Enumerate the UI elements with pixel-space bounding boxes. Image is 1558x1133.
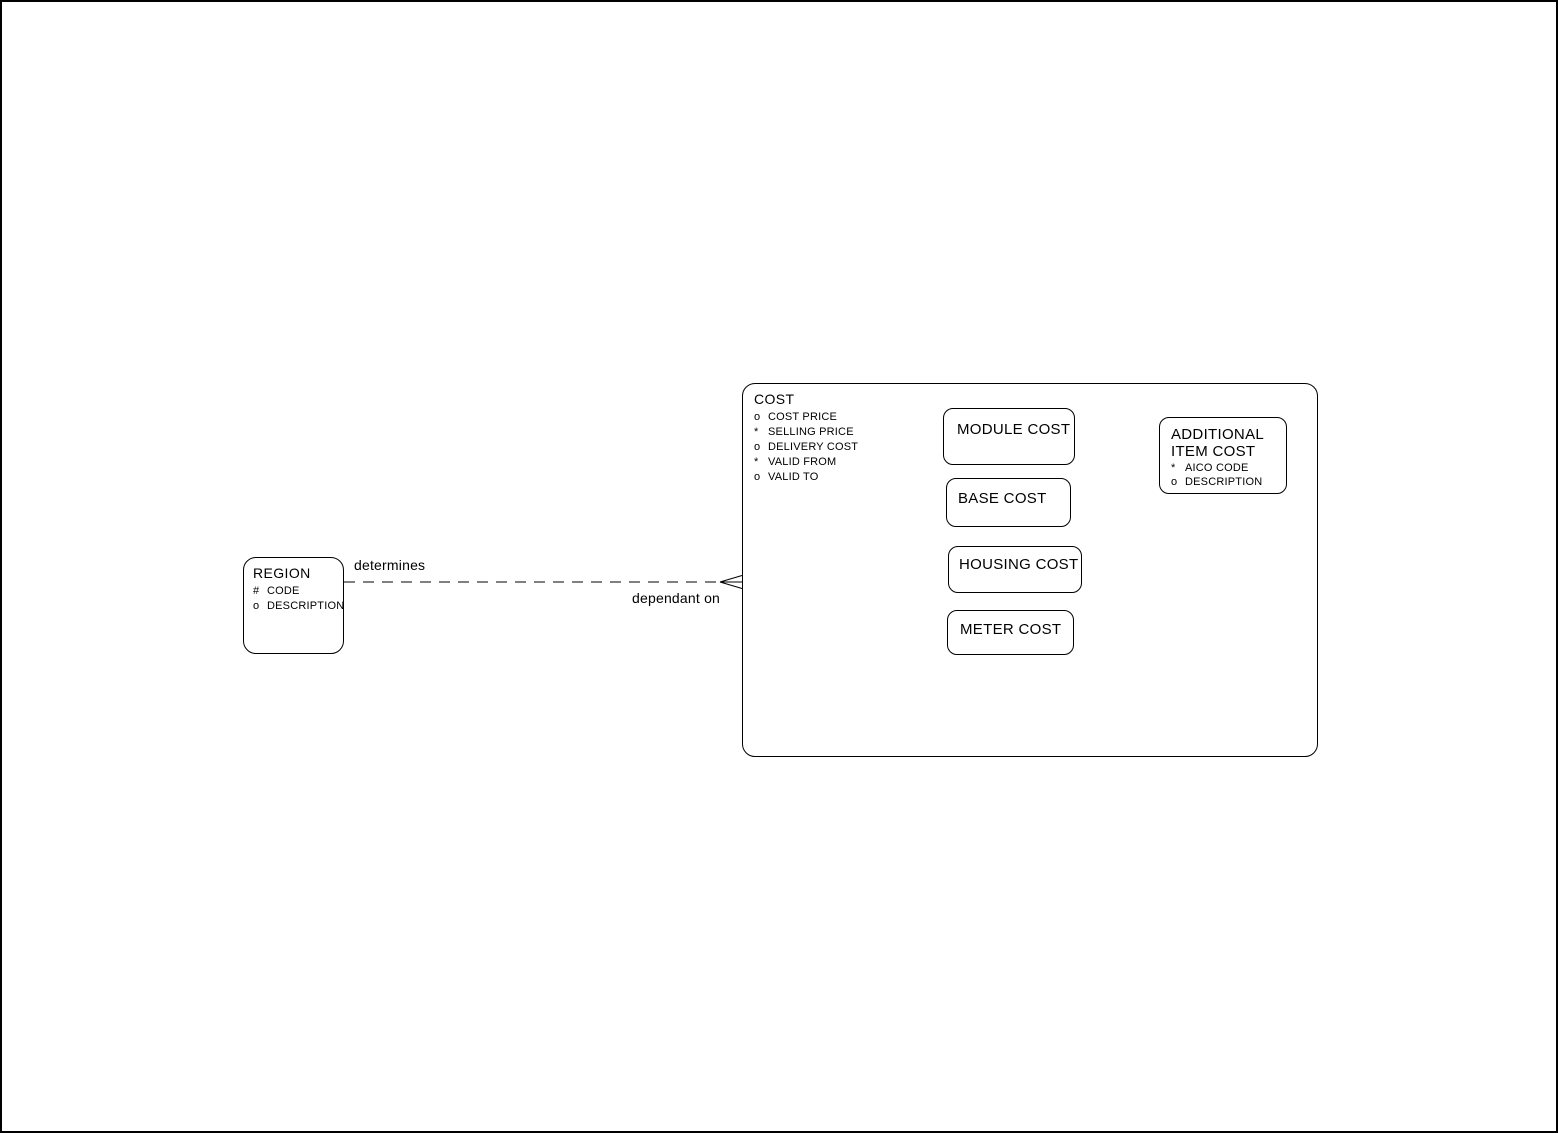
entity-region[interactable]: REGION # CODE o DESCRIPTION <box>243 557 344 654</box>
subtype-module-cost[interactable]: MODULE COST <box>943 408 1075 465</box>
subtype-additional-item-cost[interactable]: ADDITIONAL ITEM COST * AICO CODE o DESCRIP… <box>1159 417 1287 494</box>
relationship-label-determines: determines <box>354 557 426 573</box>
attribute-name: DELIVERY COST <box>768 441 859 453</box>
entity-cost-title: COST <box>754 391 795 407</box>
crow-foot-prong-bottom <box>719 581 743 589</box>
attribute-code: # CODE <box>253 584 343 599</box>
entity-region-attributes: # CODE o DESCRIPTION <box>253 584 343 614</box>
attribute-cost-price: o COST PRICE <box>754 410 1317 425</box>
attribute-name: AICO CODE <box>1185 462 1249 474</box>
attribute-valid-to: o VALID TO <box>754 470 1317 485</box>
attribute-prefix: o <box>754 471 761 483</box>
attribute-name: DESCRIPTION <box>267 600 344 612</box>
attribute-name: DESCRIPTION <box>1185 476 1263 488</box>
attribute-name: SELLING PRICE <box>768 426 854 438</box>
attribute-selling-price: * SELLING PRICE <box>754 425 1317 440</box>
subtype-housing-cost-title: HOUSING COST <box>959 556 1079 573</box>
attribute-aico-description: o DESCRIPTION <box>1171 475 1286 489</box>
attribute-valid-from: * VALID FROM <box>754 455 1317 470</box>
subtype-housing-cost[interactable]: HOUSING COST <box>948 546 1082 593</box>
attribute-prefix: # <box>253 585 260 597</box>
attribute-aico-code: * AICO CODE <box>1171 461 1286 475</box>
subtype-additional-item-cost-attributes: * AICO CODE o DESCRIPTION <box>1171 461 1286 489</box>
attribute-prefix: o <box>754 411 761 423</box>
subtype-additional-item-cost-title: ADDITIONAL ITEM COST <box>1171 426 1264 460</box>
attribute-prefix: * <box>1171 462 1176 474</box>
crow-foot-prong-top <box>719 575 743 583</box>
subtype-base-cost-title: BASE COST <box>958 490 1047 507</box>
attribute-prefix: o <box>253 600 260 612</box>
subtype-base-cost[interactable]: BASE COST <box>946 478 1071 527</box>
subtype-meter-cost[interactable]: METER COST <box>947 610 1074 655</box>
attribute-name: VALID TO <box>768 471 819 483</box>
attribute-name: COST PRICE <box>768 411 838 423</box>
attribute-prefix: * <box>754 456 759 468</box>
attribute-prefix: o <box>754 441 761 453</box>
attribute-name: VALID FROM <box>768 456 837 468</box>
attribute-delivery-cost: o DELIVERY COST <box>754 440 1317 455</box>
attribute-name: CODE <box>267 585 300 597</box>
attribute-prefix: * <box>754 426 759 438</box>
attribute-description: o DESCRIPTION <box>253 599 343 614</box>
relationship-label-dependant-on: dependant on <box>632 590 721 606</box>
subtype-meter-cost-title: METER COST <box>960 621 1062 638</box>
attribute-prefix: o <box>1171 476 1178 488</box>
entity-region-title: REGION <box>253 565 311 581</box>
subtype-module-cost-title: MODULE COST <box>957 421 1071 438</box>
